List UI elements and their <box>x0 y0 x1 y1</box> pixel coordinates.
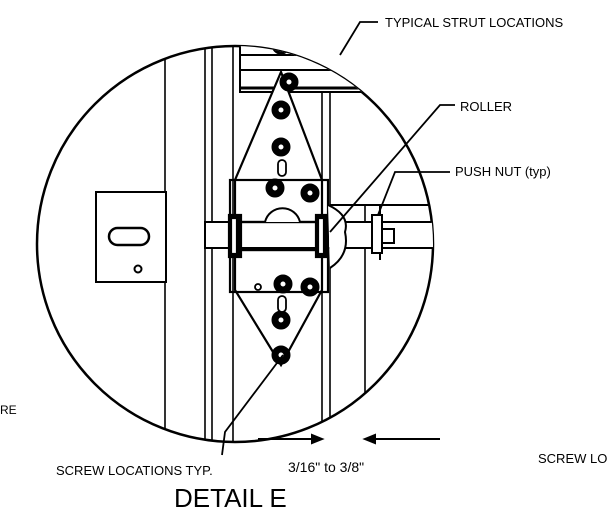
plate-holes <box>254 159 287 313</box>
screws <box>265 46 320 365</box>
push-nut-callout: PUSH NUT (typ) <box>455 164 551 179</box>
dimension-3-16-to-3-8 <box>258 433 440 445</box>
leader-lines <box>221 21 455 456</box>
detail-contents <box>95 46 433 442</box>
screw <box>271 345 291 365</box>
push-nut-leader <box>377 171 450 216</box>
push-nut <box>371 214 383 254</box>
roller <box>264 204 347 269</box>
shaft-end <box>381 228 395 244</box>
screw <box>273 274 293 294</box>
screw <box>265 178 285 198</box>
screw <box>300 183 320 203</box>
roller-callout: ROLLER <box>460 99 512 114</box>
bracket-slot <box>107 226 151 247</box>
bracket-hole <box>133 264 143 274</box>
screw <box>271 137 291 157</box>
top-strut <box>239 46 433 93</box>
roller-leader <box>329 104 455 233</box>
strut-callout: TYPICAL STRUT LOCATIONS <box>385 15 564 30</box>
left-bracket <box>95 191 167 283</box>
strut-leader <box>339 21 378 56</box>
screw <box>271 100 291 120</box>
gap-dimension-label: 3/16" to 3/8" <box>288 459 364 475</box>
frame-lines <box>164 46 366 442</box>
screw <box>279 72 299 92</box>
screw <box>300 277 320 297</box>
screw-leader <box>221 354 284 456</box>
screw-locations-callout: SCREW LOCATIONS TYP. <box>56 463 213 478</box>
screw-locations-right-callout: SCREW LO <box>538 451 607 466</box>
left-cut-label: RE <box>0 403 17 417</box>
screw <box>271 310 291 330</box>
detail-title: DETAIL E <box>174 483 287 513</box>
